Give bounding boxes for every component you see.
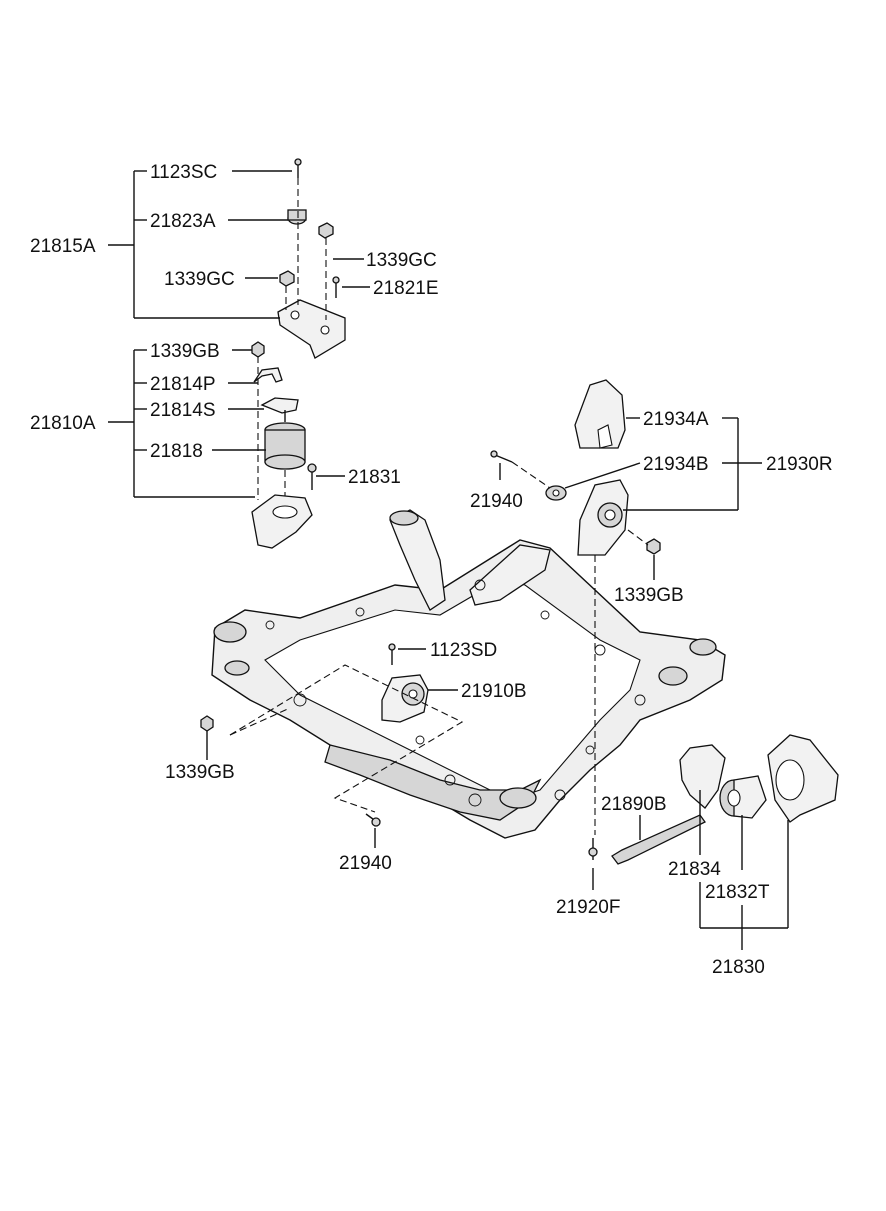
callout-21821e: 21821E [373,278,439,299]
engine-mount-assembly-upper [251,158,346,549]
callout-21814p: 21814P [150,374,216,395]
callout-1339gc-right: 1339GC [366,250,437,271]
callout-1339gb-left: 1339GB [165,762,235,783]
callout-21832t: 21832T [705,882,770,903]
callout-21934a: 21934A [643,409,709,430]
front-subframe [211,509,726,839]
callout-21940-bottom: 21940 [339,853,392,874]
callout-21823a: 21823A [150,211,216,232]
callout-21920f: 21920F [556,897,620,918]
callout-21830: 21830 [712,957,765,978]
front-mount-center [200,643,464,827]
callout-21934b: 21934B [643,454,709,475]
callout-1123sc: 1123SC [150,162,217,183]
callout-21890b: 21890B [601,794,667,815]
leader-lines [108,170,789,950]
callout-21834: 21834 [668,859,721,880]
rear-mount-assembly [588,734,839,865]
callout-1339gc-left: 1339GC [164,269,235,290]
callout-21930r: 21930R [766,454,833,475]
transmission-mount-assembly [490,379,661,835]
callout-labels: 1123SC 21823A 21815A 1339GC 1339GC 21821… [30,162,833,978]
callout-1123sd: 1123SD [430,640,497,661]
callout-21831: 21831 [348,467,401,488]
callout-21940-top: 21940 [470,491,523,512]
callout-1339gb-top: 1339GB [150,341,220,362]
callout-21814s: 21814S [150,400,216,421]
callout-21810a: 21810A [30,413,96,434]
callout-21910b: 21910B [461,681,527,702]
callout-1339gb-right: 1339GB [614,585,684,606]
callout-21815a: 21815A [30,236,96,257]
callout-21818: 21818 [150,441,203,462]
